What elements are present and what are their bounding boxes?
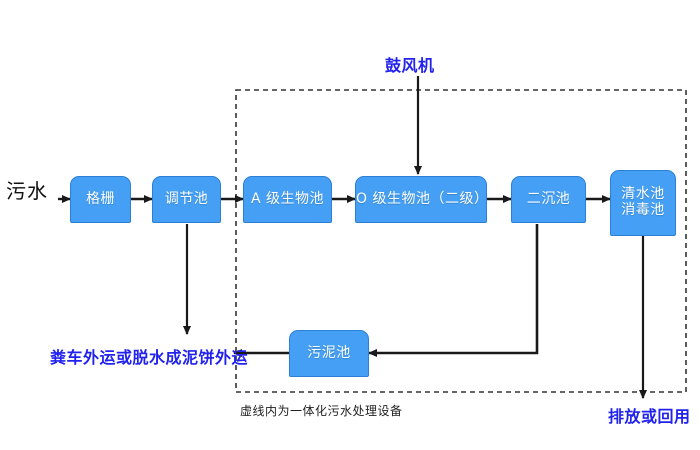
- node-sludge-tank[interactable]: 污泥池: [289, 330, 369, 377]
- node-grille[interactable]: 格栅: [70, 176, 131, 223]
- inlet-label: 污水: [6, 179, 48, 203]
- node-grille-label: 格栅: [86, 190, 115, 207]
- node-o-grade-bio-tank-label: O 级生物池（二级）: [356, 190, 489, 207]
- dashed-equipment-boundary: [235, 89, 687, 393]
- blower-label: 鼓风机: [385, 56, 435, 75]
- node-regulating-tank[interactable]: 调节池: [152, 176, 221, 223]
- node-secondary-sedimentation-tank[interactable]: 二沉池: [511, 176, 586, 223]
- node-sludge-tank-label: 污泥池: [307, 344, 351, 361]
- node-clearwater-disinfection-tank[interactable]: 清水池 消毒池: [610, 170, 676, 236]
- node-secondary-sedimentation-tank-label: 二沉池: [526, 190, 571, 207]
- sludge-disposal-label: 粪车外运或脱水成泥饼外运: [50, 348, 249, 367]
- equipment-caption: 虚线内为一体化污水处理设备: [240, 404, 403, 418]
- node-disinfection-label: 消毒池: [621, 202, 665, 218]
- node-regulating-tank-label: 调节池: [164, 190, 209, 207]
- node-o-grade-bio-tank[interactable]: O 级生物池（二级）: [355, 176, 489, 223]
- node-a-grade-bio-tank[interactable]: A 级生物池: [243, 176, 332, 223]
- outlet-label: 排放或回用: [608, 407, 691, 426]
- node-clearwater-label: 清水池: [621, 186, 665, 203]
- node-a-grade-bio-tank-label: A 级生物池: [250, 190, 325, 207]
- arrow-secondary-to-sludge: [368, 224, 539, 357]
